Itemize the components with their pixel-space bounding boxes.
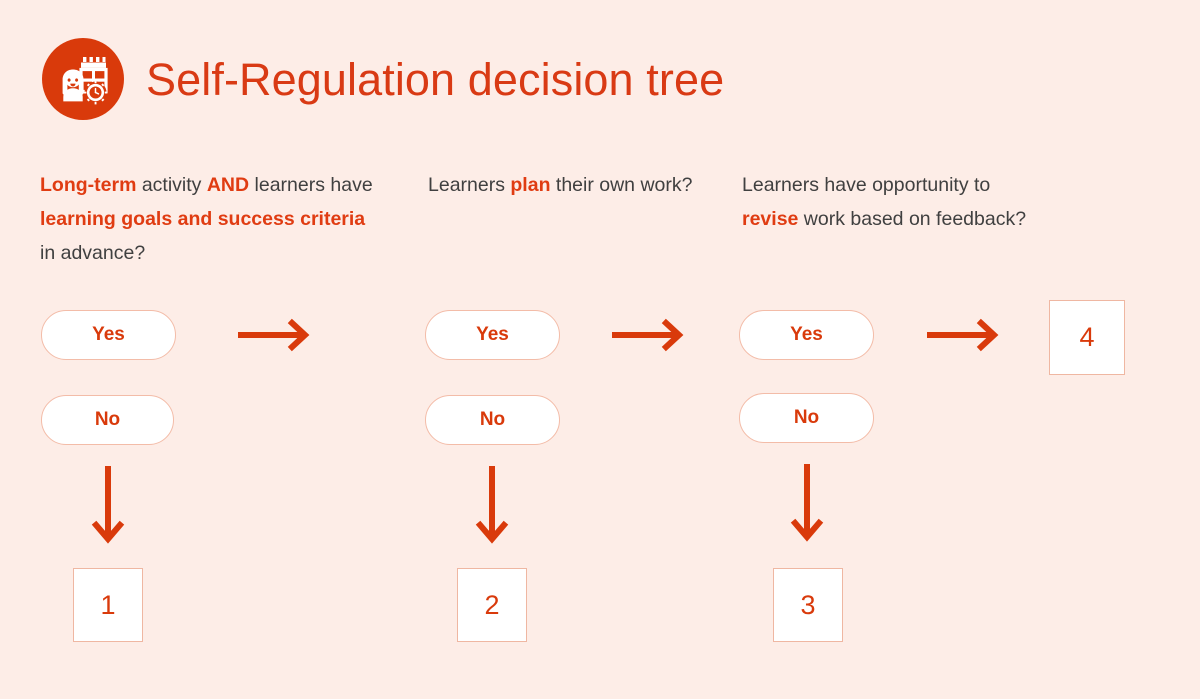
answer-pill-no-3[interactable]: No: [739, 393, 874, 443]
question-highlight: Long-term: [40, 174, 137, 196]
arrow-down-icon: [91, 465, 125, 548]
question-text-1: Long-term activity AND learners have lea…: [40, 168, 380, 270]
question-highlight: AND: [206, 174, 250, 196]
answer-pill-yes-1[interactable]: Yes: [41, 310, 176, 360]
question-plain: work based on feedback?: [798, 208, 1027, 230]
page-title: Self-Regulation decision tree: [146, 53, 725, 105]
question-plain: activity: [136, 174, 207, 196]
brand-badge: [42, 38, 124, 120]
page-header: Self-Regulation decision tree: [42, 38, 724, 120]
answer-pill-yes-3[interactable]: Yes: [739, 310, 874, 360]
outcome-box-4: 4: [1049, 300, 1125, 375]
outcome-box-1: 1: [73, 568, 143, 642]
question-highlight: learning goals and success criteria: [40, 208, 366, 230]
arrow-right-icon: [926, 318, 1005, 352]
question-plain: their own work?: [550, 174, 693, 196]
question-plain: Learners: [428, 174, 511, 196]
self-regulation-learner-calendar-clock-icon: [57, 53, 109, 105]
question-plain: learners have: [249, 174, 373, 196]
arrow-right-icon: [237, 318, 316, 352]
question-highlight: plan: [510, 174, 551, 196]
outcome-box-3: 3: [773, 568, 843, 642]
question-plain: Learners have opportunity to: [742, 174, 991, 196]
answer-pill-no-1[interactable]: No: [41, 395, 174, 445]
arrow-down-icon: [790, 463, 824, 546]
answer-pill-no-2[interactable]: No: [425, 395, 560, 445]
question-plain: in advance?: [40, 242, 146, 264]
decision-column-1: Long-term activity AND learners have lea…: [40, 168, 380, 270]
arrow-down-icon: [475, 465, 509, 548]
answer-pill-yes-2[interactable]: Yes: [425, 310, 560, 360]
question-text-2: Learners plan their own work?: [428, 168, 728, 202]
question-text-3: Learners have opportunity to revise work…: [742, 168, 1027, 236]
decision-column-3: Learners have opportunity to revise work…: [742, 168, 1027, 236]
question-highlight: revise: [742, 208, 799, 230]
decision-column-2: Learners plan their own work?: [428, 168, 728, 202]
arrow-right-icon: [611, 318, 690, 352]
outcome-box-2: 2: [457, 568, 527, 642]
